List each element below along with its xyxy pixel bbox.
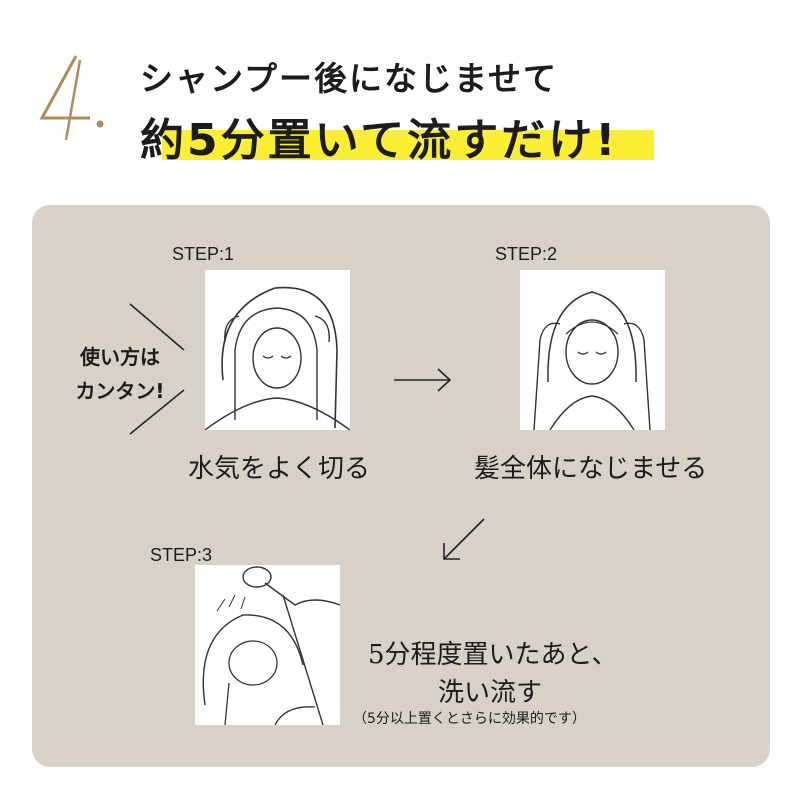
step3-caption-line2: 洗い流す (438, 678, 543, 708)
rinse-shower-illustration (195, 565, 340, 725)
step2-label: STEP:2 (495, 244, 558, 264)
step1-caption: 水気をよく切る (188, 454, 371, 484)
title-line-2: 約5分置いて流すだけ! (140, 115, 619, 166)
step1-label: STEP:1 (172, 244, 235, 264)
callout-lines (129, 303, 185, 435)
title-highlight-bar (162, 130, 654, 160)
step-number-graphic (39, 55, 104, 141)
step3-caption-line1: 5分程度置いたあと、 (368, 640, 618, 670)
towel-dry-illustration (205, 270, 350, 430)
title-line-1: シャンプー後になじませて (140, 59, 559, 98)
right-arrow-icon (394, 368, 452, 392)
step3-note: （5分以上置くとさらに効果的です） (353, 711, 586, 727)
step3-label: STEP:3 (150, 545, 213, 565)
usage-callout: 使い方は カンタン! (60, 340, 180, 408)
step2-caption: 髪全体になじませる (474, 454, 708, 484)
down-left-arrow-icon (443, 518, 485, 560)
usage-callout-line2: カンタン! (75, 379, 165, 403)
apply-hair-illustration (520, 270, 665, 430)
usage-callout-line1: 使い方は (80, 345, 160, 369)
